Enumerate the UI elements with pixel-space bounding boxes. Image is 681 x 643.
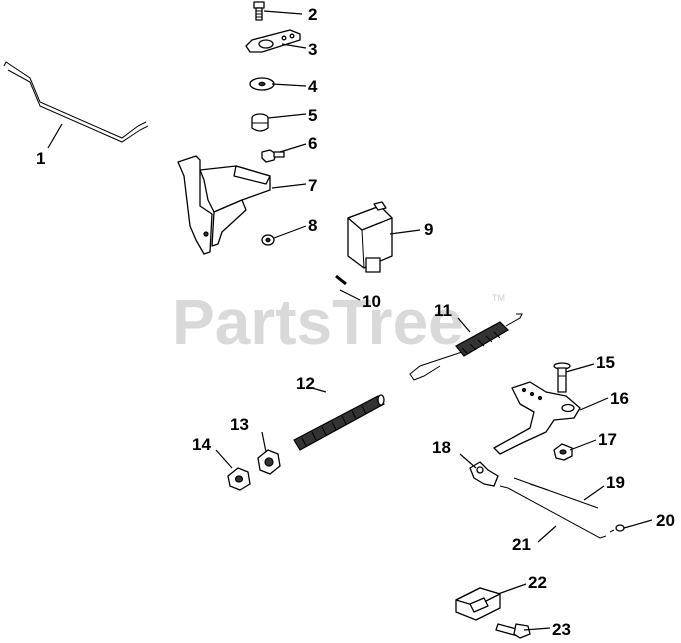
part-23-bolt[interactable] [495, 623, 531, 639]
part-4-washer[interactable] [249, 77, 275, 91]
callout-7: 7 [308, 176, 317, 195]
callout-16: 16 [610, 389, 629, 408]
part-3-plate[interactable] [245, 29, 301, 53]
callout-13: 13 [230, 415, 249, 434]
part-8-washer[interactable] [261, 234, 275, 246]
callout-4: 4 [308, 77, 318, 96]
callout-22: 22 [528, 573, 547, 592]
watermark-trademark: TM [492, 293, 505, 303]
part-21-rod[interactable] [499, 485, 607, 539]
part-11-spring[interactable] [409, 313, 523, 381]
part-1-rod[interactable] [3, 61, 149, 143]
part-13-nut[interactable] [257, 449, 281, 475]
callout-8: 8 [308, 216, 317, 235]
part-7-bracket[interactable] [177, 155, 271, 255]
callout-11: 11 [434, 301, 452, 320]
callout-5: 5 [308, 106, 317, 125]
callout-18: 18 [432, 438, 451, 457]
part-5-grommet[interactable] [251, 113, 269, 132]
callout-3: 3 [308, 40, 317, 59]
callout-10: 10 [362, 292, 381, 311]
part-22-clip[interactable] [455, 587, 501, 621]
callout-21: 21 [512, 535, 531, 554]
callout-2: 2 [308, 5, 317, 24]
part-15-bolt[interactable] [553, 362, 571, 393]
part-18-clamp[interactable] [469, 461, 499, 487]
callout-1: 1 [36, 149, 45, 168]
part-9-relay[interactable] [347, 201, 393, 273]
callout-23: 23 [552, 620, 571, 639]
part-14-nut[interactable] [227, 467, 251, 491]
callout-15: 15 [596, 353, 615, 372]
part-2-screw[interactable] [253, 1, 265, 21]
watermark-text: PartsTree [172, 286, 464, 358]
leader-lines [47, 10, 653, 631]
part-12-threaded-rod[interactable] [293, 394, 385, 451]
part-6-bolt[interactable] [261, 149, 285, 163]
part-19-cable[interactable] [513, 477, 599, 509]
callout-6: 6 [308, 134, 317, 153]
callout-20: 20 [656, 511, 675, 530]
part-17-nut[interactable] [553, 443, 573, 461]
part-16-lever[interactable] [493, 381, 581, 455]
part-20-screw[interactable] [609, 524, 625, 533]
callout-labels: 1 2 3 4 5 6 7 8 9 10 11 12 13 14 15 16 1… [36, 5, 675, 639]
part-10-pin[interactable] [335, 274, 347, 286]
callout-14: 14 [192, 435, 211, 454]
callout-9: 9 [424, 220, 433, 239]
callout-17: 17 [598, 430, 617, 449]
callout-12: 12 [296, 374, 315, 393]
callout-19: 19 [606, 473, 625, 492]
